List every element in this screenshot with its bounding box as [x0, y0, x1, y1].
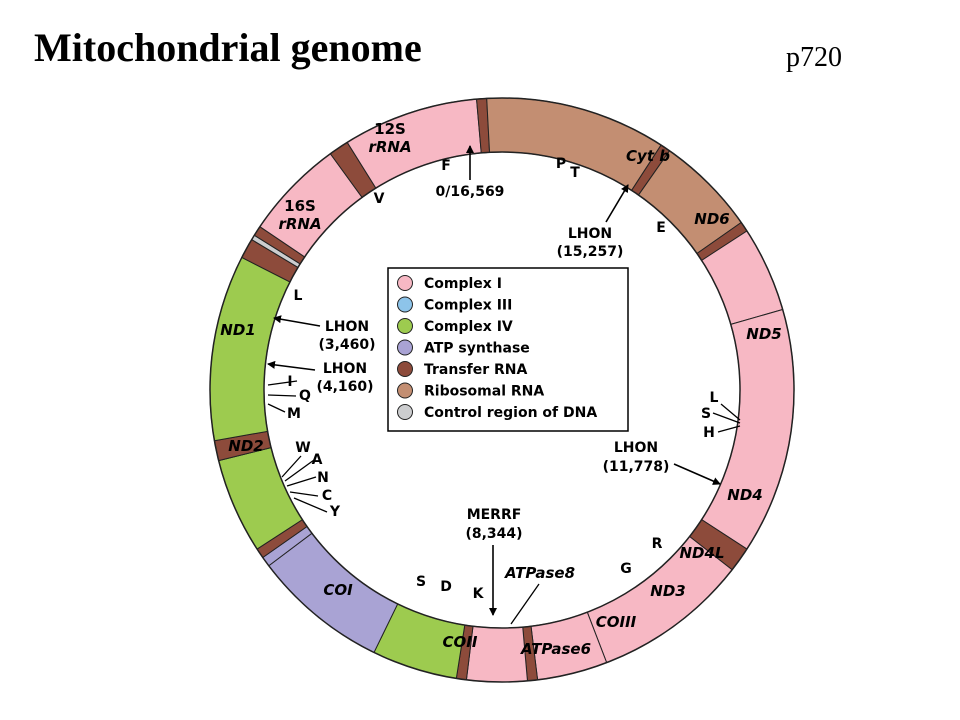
- trna-label-f: F: [441, 158, 451, 174]
- trna-label-h: H: [703, 425, 715, 441]
- segment-coi: [209, 256, 291, 442]
- lhon-15257-position: (15,257): [557, 244, 624, 260]
- label-16s-rrna: rRNA: [278, 215, 321, 233]
- lhon-3460-arrow: [273, 315, 321, 327]
- lhon-11778-position: (11,778): [603, 459, 670, 475]
- label-nd5: ND5: [746, 325, 781, 343]
- ring-inner-border: [263, 151, 741, 629]
- legend-box: [387, 267, 629, 432]
- label-nd6: ND6: [694, 210, 729, 228]
- segment-nd1: [346, 98, 482, 189]
- segment-nd5: [700, 308, 795, 550]
- legend-label: Ribosomal RNA: [424, 384, 544, 400]
- lhon-15257-arrow: [605, 184, 629, 223]
- legend-swatch: [397, 361, 413, 377]
- merrf-label: MERRF: [467, 507, 522, 523]
- trna-label-n: N: [317, 470, 329, 486]
- legend-label: Complex IV: [424, 319, 513, 335]
- trna-label-q: Q: [299, 388, 311, 404]
- trna-label-w: W: [295, 440, 310, 456]
- label-atpase8: ATPase8: [504, 564, 575, 582]
- lhon-4160-position: (4,160): [316, 379, 373, 395]
- label-nd2: ND2: [228, 437, 263, 455]
- merrf-position: (8,344): [465, 526, 522, 542]
- legend-swatch: [397, 382, 413, 399]
- trna-label-e: E: [656, 220, 666, 236]
- trna-label-m: M: [287, 406, 301, 422]
- trna-label-y: Y: [329, 504, 341, 520]
- legend-swatch: [397, 318, 413, 334]
- legend-swatch: [397, 339, 413, 356]
- label-nd4: ND4: [727, 486, 762, 504]
- trna-label-t: T: [570, 165, 580, 181]
- trna-label-d: D: [440, 579, 452, 595]
- atpase8-leader-line: [510, 583, 540, 625]
- trna-label-s1: S: [416, 574, 426, 590]
- lhon-4160-label: LHON: [323, 361, 367, 377]
- trna-label-p: P: [556, 156, 566, 172]
- genome-ring: [209, 97, 795, 683]
- legend-label: Transfer RNA: [424, 362, 528, 378]
- lhon-11778-arrow: [673, 463, 721, 485]
- trna-leader-lines: [267, 380, 741, 513]
- legend-swatch: [397, 275, 413, 291]
- legend-label: Complex III: [424, 298, 512, 314]
- trna-label-c: C: [322, 488, 332, 504]
- page-title: Mitochondrial genome: [34, 25, 422, 70]
- label-nd1: ND1: [220, 321, 255, 339]
- label-atpase6: ATPase6: [520, 640, 591, 658]
- label-12s-rrna: rRNA: [368, 138, 411, 156]
- label-12s: 12S: [374, 120, 406, 138]
- trna-label-v: V: [374, 191, 385, 207]
- legend-label: Complex I: [424, 276, 502, 292]
- ring-outer-border: [209, 97, 795, 683]
- page-reference: p720: [786, 42, 842, 73]
- lhon-3460-label: LHON: [325, 319, 369, 335]
- origin-label: 0/16,569: [436, 184, 505, 200]
- legend-label: Control region of DNA: [424, 405, 597, 421]
- trna-label-k: K: [473, 586, 485, 602]
- legend-label: ATP synthase: [424, 341, 530, 357]
- trna-label-l2: L: [710, 390, 719, 406]
- legend-swatch: [397, 296, 413, 313]
- legend-swatch: [397, 404, 413, 420]
- label-cytb: Cyt b: [626, 147, 670, 165]
- lhon-4160-arrow: [267, 360, 316, 371]
- label-nd3: ND3: [650, 582, 685, 600]
- label-16s: 16S: [284, 197, 316, 215]
- label-coii: COII: [443, 633, 478, 651]
- label-coiii: COIII: [596, 613, 637, 631]
- lhon-11778-label: LHON: [614, 440, 658, 456]
- legend: Complex I Complex III Complex IV ATP syntha…: [397, 275, 597, 421]
- trna-label-l1: L: [294, 288, 303, 304]
- trna-label-r: R: [652, 536, 663, 552]
- lhon-3460-position: (3,460): [318, 337, 375, 353]
- label-nd4l: ND4L: [680, 544, 725, 562]
- trna-label-s2: S: [701, 406, 711, 422]
- lhon-15257-label: LHON: [568, 226, 612, 242]
- trna-label-g: G: [620, 561, 632, 577]
- trna-label-a: A: [312, 452, 323, 468]
- label-coi: COI: [323, 581, 353, 599]
